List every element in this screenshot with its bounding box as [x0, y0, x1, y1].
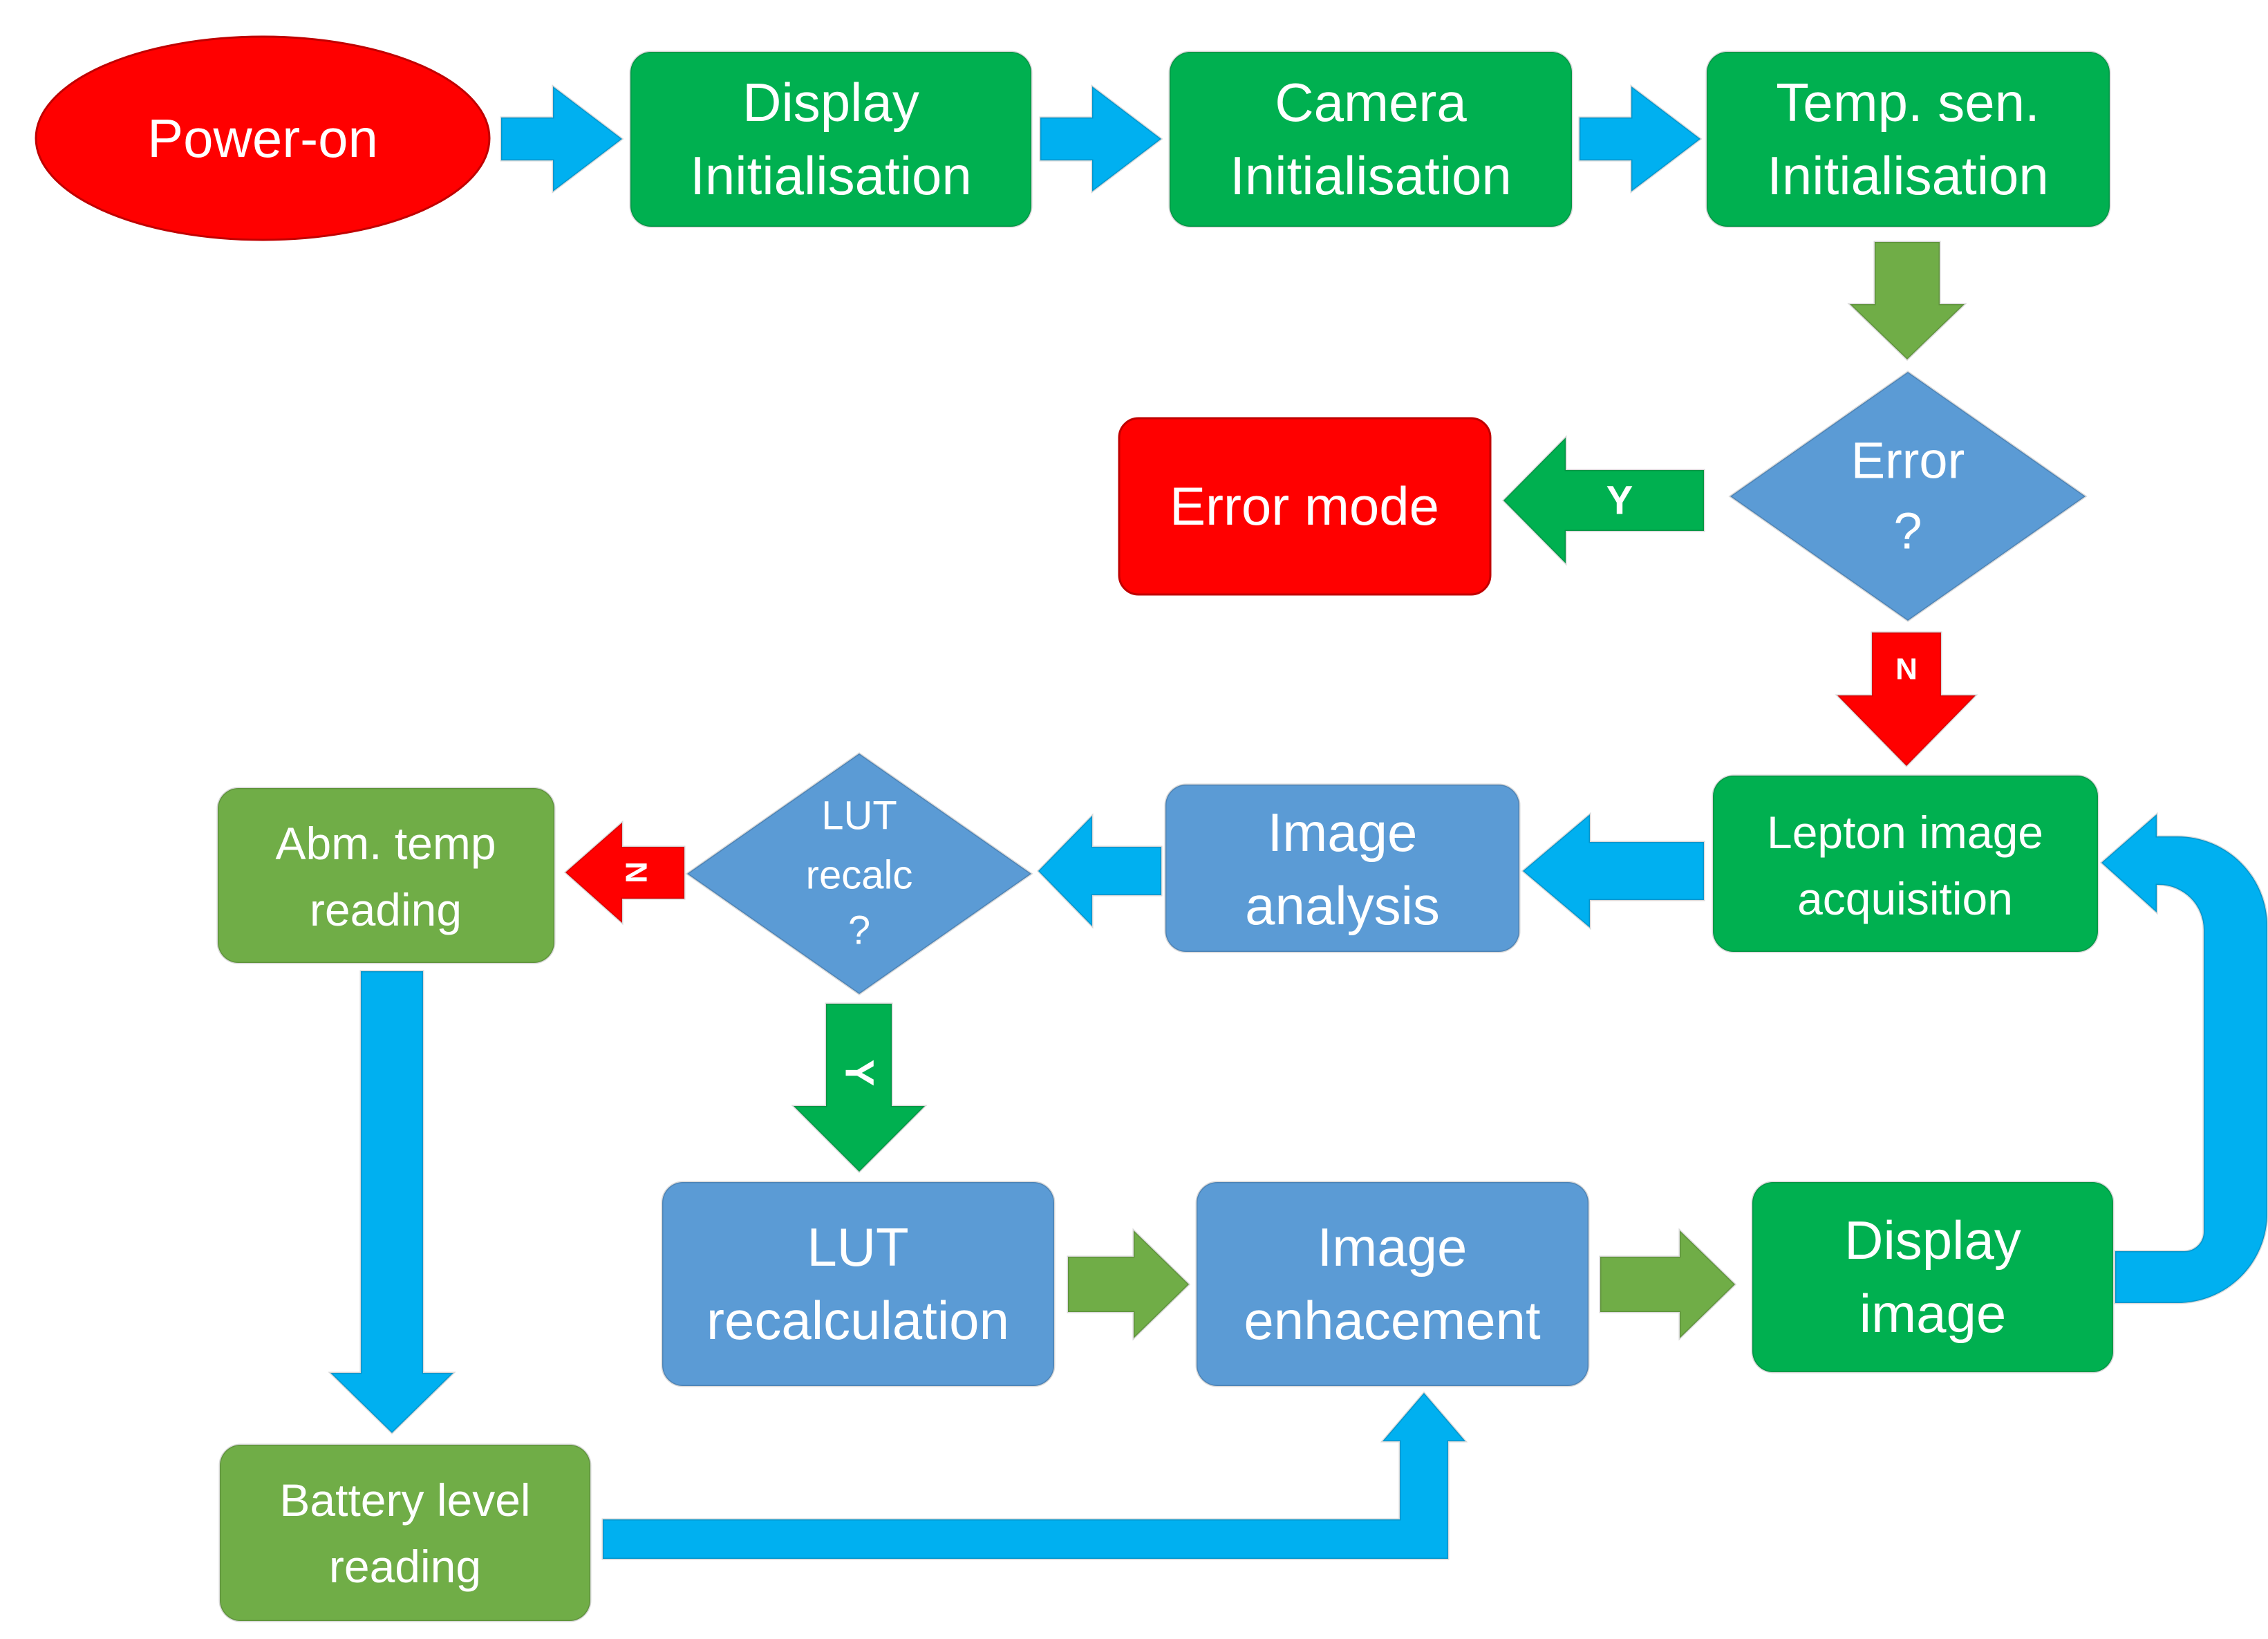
label-lut-no: N [619, 861, 653, 883]
lepton-line1: Lepton image [1767, 807, 2043, 858]
lut-decision-line1: LUT [821, 794, 897, 839]
image-analysis-line2: analysis [1245, 875, 1440, 936]
arrow-error-to-errormode [1501, 435, 1705, 566]
display-image-line2: image [1859, 1283, 2006, 1344]
camera-init-box [1168, 50, 1573, 228]
image-enhancement-box [1195, 1181, 1590, 1387]
lut-decision-line2: recalc [806, 853, 913, 898]
error-mode-label: Error mode [1170, 476, 1439, 536]
arrow-analysis-to-lutdec [1036, 813, 1163, 929]
arrow-camera-to-temp [1578, 84, 1703, 194]
lut-decision-diamond [685, 752, 1033, 995]
battery-line2: reading [329, 1541, 481, 1592]
display-init-line1: Display [742, 72, 919, 133]
arrow-enh-to-display [1599, 1228, 1737, 1341]
abm-temp-line1: Abm. temp [275, 818, 496, 869]
lut-recalc-line1: LUT [807, 1217, 908, 1277]
arrow-poweron-to-display [500, 84, 624, 194]
error-decision-line2: ? [1893, 503, 1922, 560]
temp-init-box [1705, 50, 2111, 228]
error-decision-diamond [1728, 371, 2088, 622]
label-error-yes: Y [1606, 478, 1633, 523]
temp-init-line1: Temp. sen. [1776, 72, 2040, 133]
lepton-box [1712, 774, 2099, 953]
image-enhancement-line1: Image [1318, 1217, 1468, 1277]
label-lut-yes: Y [837, 1060, 882, 1087]
display-init-line2: Initialisation [690, 145, 972, 206]
arrow-display-to-lepton [2099, 812, 2268, 1304]
arrow-lutdec-to-abm [563, 820, 686, 926]
error-decision-line1: Error [1851, 432, 1965, 489]
arrow-temp-to-error [1847, 241, 1967, 362]
display-init-box [629, 50, 1033, 228]
arrow-lutrecalc-to-enh [1067, 1228, 1191, 1341]
abm-temp-box [216, 787, 556, 964]
label-error-no: N [1895, 653, 1918, 686]
error-mode-box [1118, 417, 1492, 596]
power-on-terminal [35, 35, 491, 241]
lut-recalc-line2: recalculation [706, 1290, 1009, 1351]
arrow-display-to-camera [1039, 84, 1163, 194]
arrow-battery-to-enh [601, 1391, 1468, 1560]
lut-decision-line3: ? [848, 908, 870, 953]
image-enhancement-line2: enhacement [1244, 1290, 1541, 1351]
arrow-abm-to-battery [328, 970, 456, 1435]
display-image-box [1751, 1181, 2115, 1374]
image-analysis-box [1164, 783, 1521, 953]
camera-init-line1: Camera [1275, 72, 1467, 133]
arrow-lepton-to-analysis [1521, 812, 1705, 930]
arrow-lutdec-to-lutrecalc [791, 1002, 928, 1174]
camera-init-line2: Initialisation [1230, 145, 1512, 206]
power-on-label: Power-on [147, 108, 378, 169]
temp-init-line2: Initialisation [1767, 145, 2049, 206]
battery-line1: Battery level [279, 1474, 530, 1526]
arrow-error-to-lepton [1835, 631, 1978, 768]
battery-box [218, 1443, 592, 1622]
lepton-line2: acquisition [1797, 873, 2013, 924]
display-image-line1: Display [1844, 1210, 2021, 1271]
abm-temp-line2: reading [310, 884, 462, 935]
image-analysis-line1: Image [1268, 802, 1418, 863]
lut-recalc-box [661, 1181, 1056, 1387]
